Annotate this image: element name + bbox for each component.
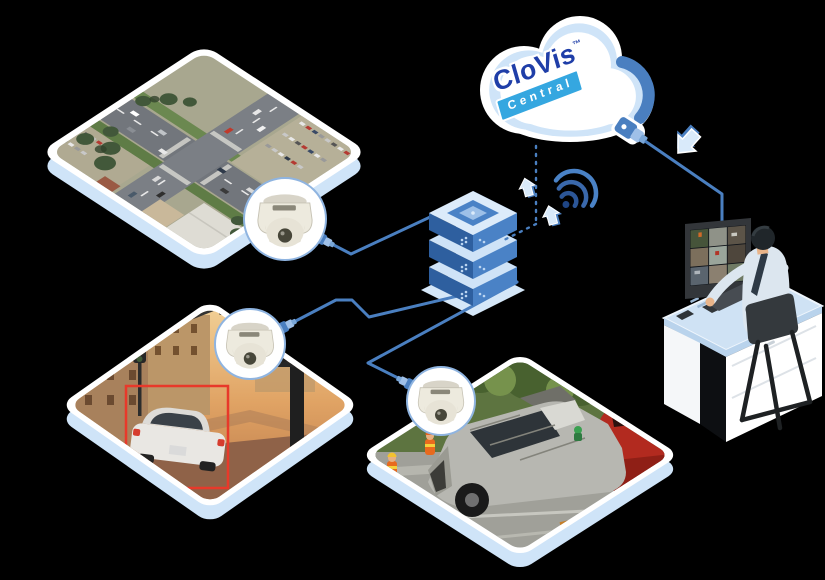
download-arrow-icon [665, 119, 708, 162]
head [751, 226, 775, 250]
upload-arrow-icon [539, 202, 566, 229]
server-stack-icon [429, 191, 517, 306]
tie [751, 250, 768, 296]
camera-node-crash [394, 366, 476, 436]
tile-street-traffic [66, 304, 354, 520]
phone [676, 310, 694, 320]
chair [739, 293, 813, 431]
cable-camera-street-to-server [286, 280, 519, 327]
camera-node-street [214, 308, 299, 380]
cable-camera-aerial-to-server [324, 209, 445, 256]
operator-workstation [661, 218, 825, 442]
tile-car-crash [366, 356, 674, 568]
dashed-link-server [502, 222, 538, 242]
crash-photo [370, 359, 670, 551]
cloud-icon [480, 16, 655, 148]
camera-node-aerial [243, 177, 337, 261]
wifi-icon [553, 168, 599, 209]
